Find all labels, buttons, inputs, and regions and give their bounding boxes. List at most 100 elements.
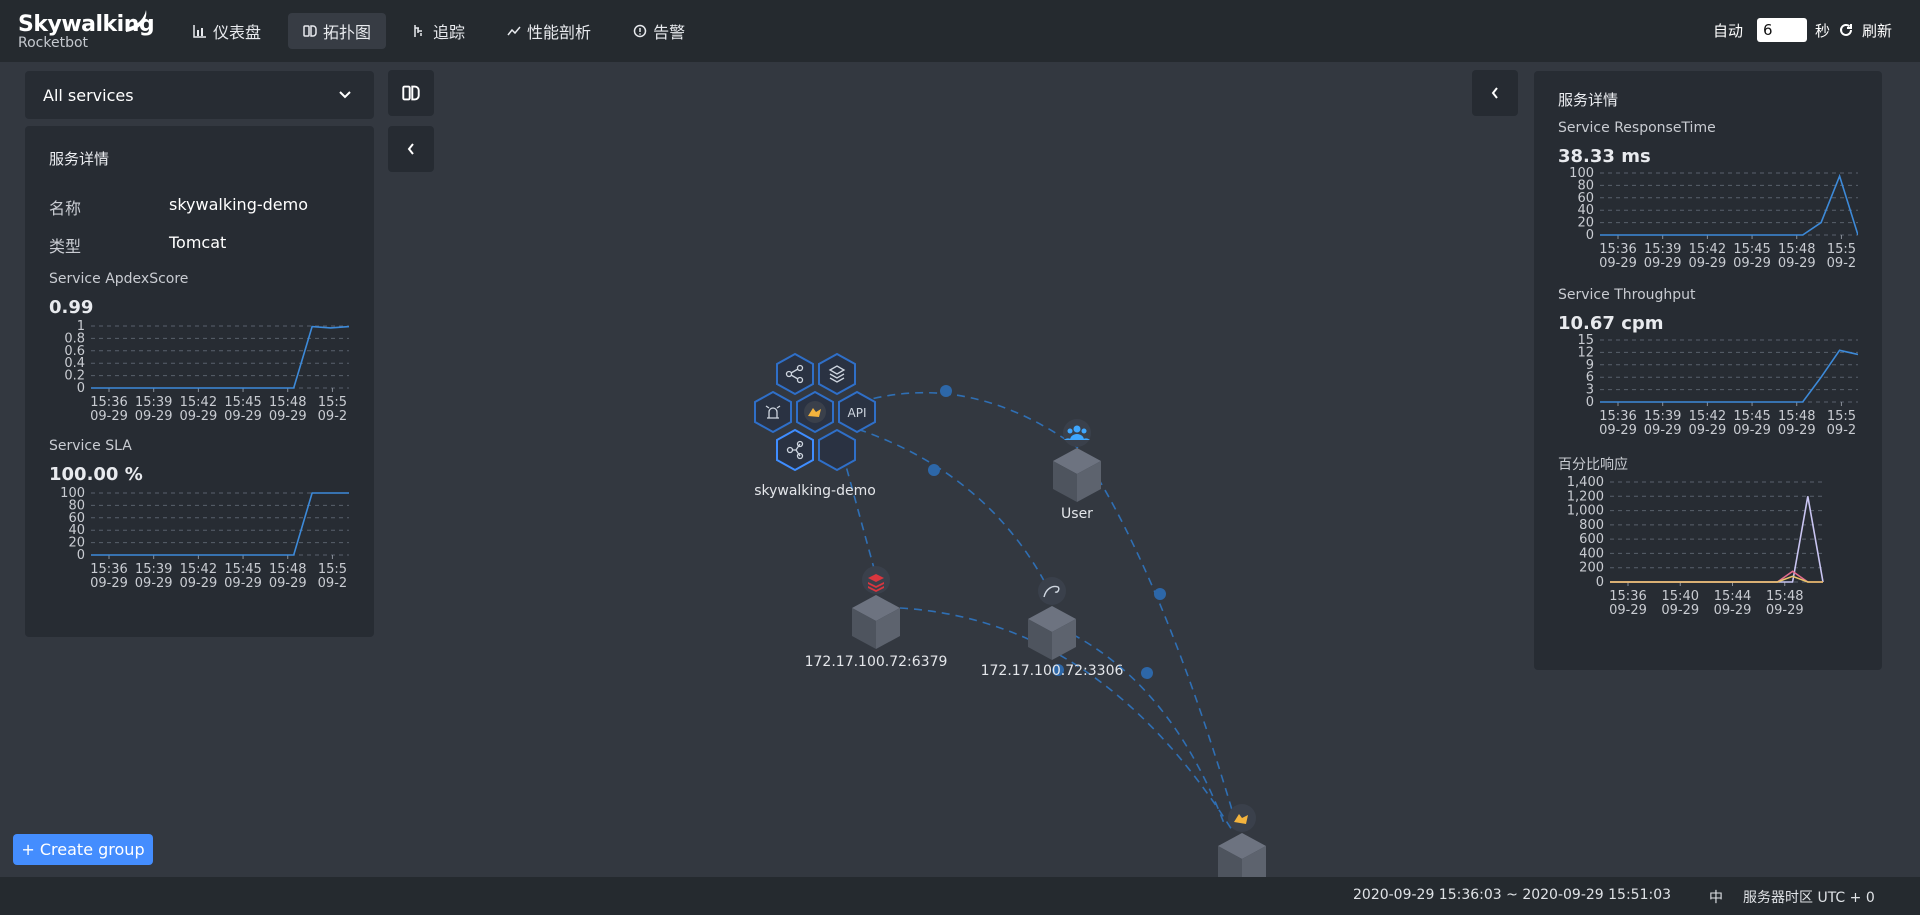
x-tick-label: 15:5 xyxy=(318,395,347,410)
edge-mysql-gateway[interactable] xyxy=(1059,627,1226,827)
user-group-icon xyxy=(1064,425,1090,440)
x-tick-label: 15:45 xyxy=(1733,242,1770,257)
y-tick-label: 60 xyxy=(1577,191,1594,206)
node-tomcat-gateway[interactable] xyxy=(1218,804,1266,877)
topology-icon xyxy=(303,25,317,37)
y-tick-label: 200 xyxy=(1579,561,1604,576)
response-time-title: Service ResponseTime xyxy=(1558,120,1716,136)
x-tick-label: 09-29 xyxy=(1599,423,1637,438)
time-range[interactable]: 2020-09-29 15:36:03 ~ 2020-09-29 15:51:0… xyxy=(1353,887,1672,903)
nav-trace[interactable]: 追踪 xyxy=(398,13,480,49)
x-tick-label: 15:44 xyxy=(1714,589,1751,604)
y-tick-label: 400 xyxy=(1579,546,1604,561)
apdex-title: Service ApdexScore xyxy=(49,271,189,287)
node-mysql[interactable]: 172.17.100.72:3306 xyxy=(981,577,1124,679)
x-tick-label: 15:39 xyxy=(135,562,172,577)
nav-alarm[interactable]: 告警 xyxy=(618,13,700,49)
collapse-right-button[interactable] xyxy=(1472,70,1518,116)
nav-profile-label: 性能剖析 xyxy=(527,23,592,42)
language-toggle[interactable]: 中 xyxy=(1709,890,1723,906)
apdex-value: 0.99 xyxy=(49,297,94,318)
node-skywalking-demo[interactable]: API skywalking-demo xyxy=(754,352,876,499)
y-tick-label: 0.2 xyxy=(64,369,85,384)
create-group-button[interactable]: + Create group xyxy=(13,834,153,865)
x-tick-label: 15:36 xyxy=(90,395,127,410)
hex-branch-icon xyxy=(786,440,804,460)
server-timezone[interactable]: 服务器时区 UTC + 0 xyxy=(1743,890,1875,906)
x-tick-label: 09-29 xyxy=(269,576,307,591)
response-time-value: 38.33 ms xyxy=(1558,146,1651,167)
logo: Skywalking Rocketbot xyxy=(18,10,155,51)
y-tick-label: 9 xyxy=(1586,358,1594,373)
y-tick-label: 80 xyxy=(1577,178,1594,193)
apdex-chart: 00.20.40.60.8115:3609-2915:3909-2915:420… xyxy=(64,319,350,424)
collapse-left-button[interactable] xyxy=(388,126,434,172)
edge-user-gateway[interactable] xyxy=(1097,477,1236,821)
x-tick-label: 15:5 xyxy=(1827,409,1856,424)
x-tick-label: 15:39 xyxy=(135,395,172,410)
x-tick-label: 09-29 xyxy=(1733,256,1771,271)
y-tick-label: 0 xyxy=(1586,228,1594,243)
y-tick-label: 1,000 xyxy=(1567,504,1604,519)
x-tick-label: 09-29 xyxy=(135,576,173,591)
x-tick-label: 09-2 xyxy=(1827,256,1857,271)
hex-alarm-icon xyxy=(765,405,781,419)
sla-value: 100.00 % xyxy=(49,464,143,485)
y-tick-label: 100 xyxy=(1569,167,1594,181)
interval-input[interactable] xyxy=(1756,18,1807,42)
nav-topology[interactable]: 拓扑图 xyxy=(288,13,387,49)
x-tick-label: 15:42 xyxy=(180,562,217,577)
footer-bar: 2020-09-29 15:36:03 ~ 2020-09-29 15:51:0… xyxy=(0,877,1920,915)
x-tick-label: 15:36 xyxy=(90,562,127,577)
brand-name: Skywalking xyxy=(18,12,155,37)
node-redis[interactable]: 172.17.100.72:6379 xyxy=(805,566,948,670)
auto-label[interactable]: 自动 xyxy=(1712,21,1743,40)
series-line xyxy=(91,325,350,389)
y-tick-label: 100 xyxy=(60,486,85,501)
nav-dashboard-label: 仪表盘 xyxy=(213,23,262,42)
nav-profile[interactable]: 性能剖析 xyxy=(492,13,606,49)
x-tick-label: 09-2 xyxy=(318,409,348,424)
sla-title: Service SLA xyxy=(49,438,132,454)
x-tick-label: 09-29 xyxy=(1714,603,1752,614)
edge-demo-redis[interactable] xyxy=(842,454,876,573)
x-tick-label: 09-29 xyxy=(90,576,128,591)
chevron-down-icon xyxy=(339,91,351,99)
chevron-left-icon xyxy=(1491,87,1498,99)
trend-icon xyxy=(507,26,521,36)
refresh-button[interactable]: 刷新 xyxy=(1861,21,1892,40)
x-tick-label: 15:48 xyxy=(1778,409,1815,424)
x-tick-label: 15:48 xyxy=(269,562,306,577)
nav-dashboard[interactable]: 仪表盘 xyxy=(178,13,276,49)
x-tick-label: 09-2 xyxy=(318,576,348,591)
response-time-chart: 02040608010015:3609-2915:3909-2915:4209-… xyxy=(1569,167,1858,271)
mysql-icon xyxy=(1043,585,1060,598)
hex-tomcat-icon xyxy=(804,401,826,423)
x-tick-label: 15:36 xyxy=(1599,409,1636,424)
toggle-layout-button[interactable] xyxy=(388,70,434,116)
refresh-icon[interactable] xyxy=(1838,22,1854,38)
series-line xyxy=(1610,575,1823,583)
type-key: 类型 xyxy=(49,237,82,256)
y-tick-label: 3 xyxy=(1586,383,1594,398)
y-tick-label: 0.4 xyxy=(64,356,85,371)
y-tick-label: 40 xyxy=(1577,203,1594,218)
series-line xyxy=(1600,173,1858,236)
edge-demo-user[interactable] xyxy=(859,391,1079,449)
x-tick-label: 15:5 xyxy=(1827,242,1856,257)
throughput-title: Service Throughput xyxy=(1558,287,1696,303)
y-tick-label: 60 xyxy=(68,511,85,526)
percentile-title: 百分比响应 xyxy=(1558,457,1628,473)
hex-api-icon: API xyxy=(848,406,867,420)
topology-canvas[interactable]: API skywalking-demo User 172.17.100.72:6… xyxy=(0,0,1920,877)
y-tick-label: 1,400 xyxy=(1567,475,1604,490)
interval-unit: 秒 xyxy=(1814,21,1830,40)
service-selector[interactable]: All services xyxy=(25,71,374,119)
x-tick-label: 09-29 xyxy=(1644,256,1682,271)
edge-redis-gateway[interactable] xyxy=(899,607,1233,831)
edge-demo-mysql[interactable] xyxy=(844,424,1053,597)
node-user[interactable]: User xyxy=(1053,419,1101,522)
y-tick-label: 600 xyxy=(1579,532,1604,547)
x-tick-label: 15:45 xyxy=(1733,409,1770,424)
name-key: 名称 xyxy=(49,199,82,218)
